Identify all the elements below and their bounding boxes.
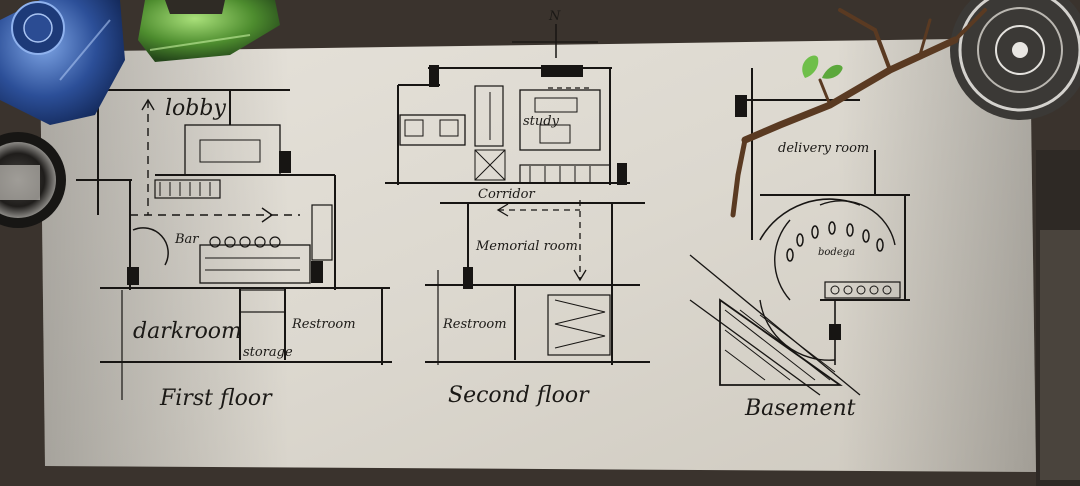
first-floor-lobby-label: lobby [165, 96, 226, 121]
north-arrow: N [512, 9, 598, 58]
basement-title: Basement [744, 396, 856, 421]
basement-bodega-label: bodega [818, 247, 855, 258]
first-floor-title: First floor [159, 386, 273, 411]
first-floor-darkroom-label: darkroom [133, 319, 242, 344]
first-floor-restroom-label: Restroom [291, 317, 356, 332]
compass-north-label: N [548, 9, 561, 24]
ink-jar [0, 132, 66, 228]
second-floor-corridor-label: Corridor [478, 187, 536, 202]
basement-plan [689, 68, 910, 396]
green-bottle [138, 0, 280, 62]
second-floor-plan [385, 65, 650, 365]
second-floor-restroom-label: Restroom [442, 317, 507, 332]
blue-bottle [0, 0, 125, 125]
first-floor-bar-label: Bar [174, 232, 199, 247]
glass-jar [950, 0, 1080, 120]
basement-delivery-label: delivery room [778, 141, 869, 156]
second-floor-memorial-label: Memorial room [475, 239, 578, 254]
leaf-icon [802, 55, 843, 79]
second-floor-title: Second floor [448, 383, 590, 408]
first-floor-storage-label: storage [243, 345, 293, 360]
second-floor-study-label: study [523, 114, 560, 129]
tree-branch [730, 8, 987, 218]
